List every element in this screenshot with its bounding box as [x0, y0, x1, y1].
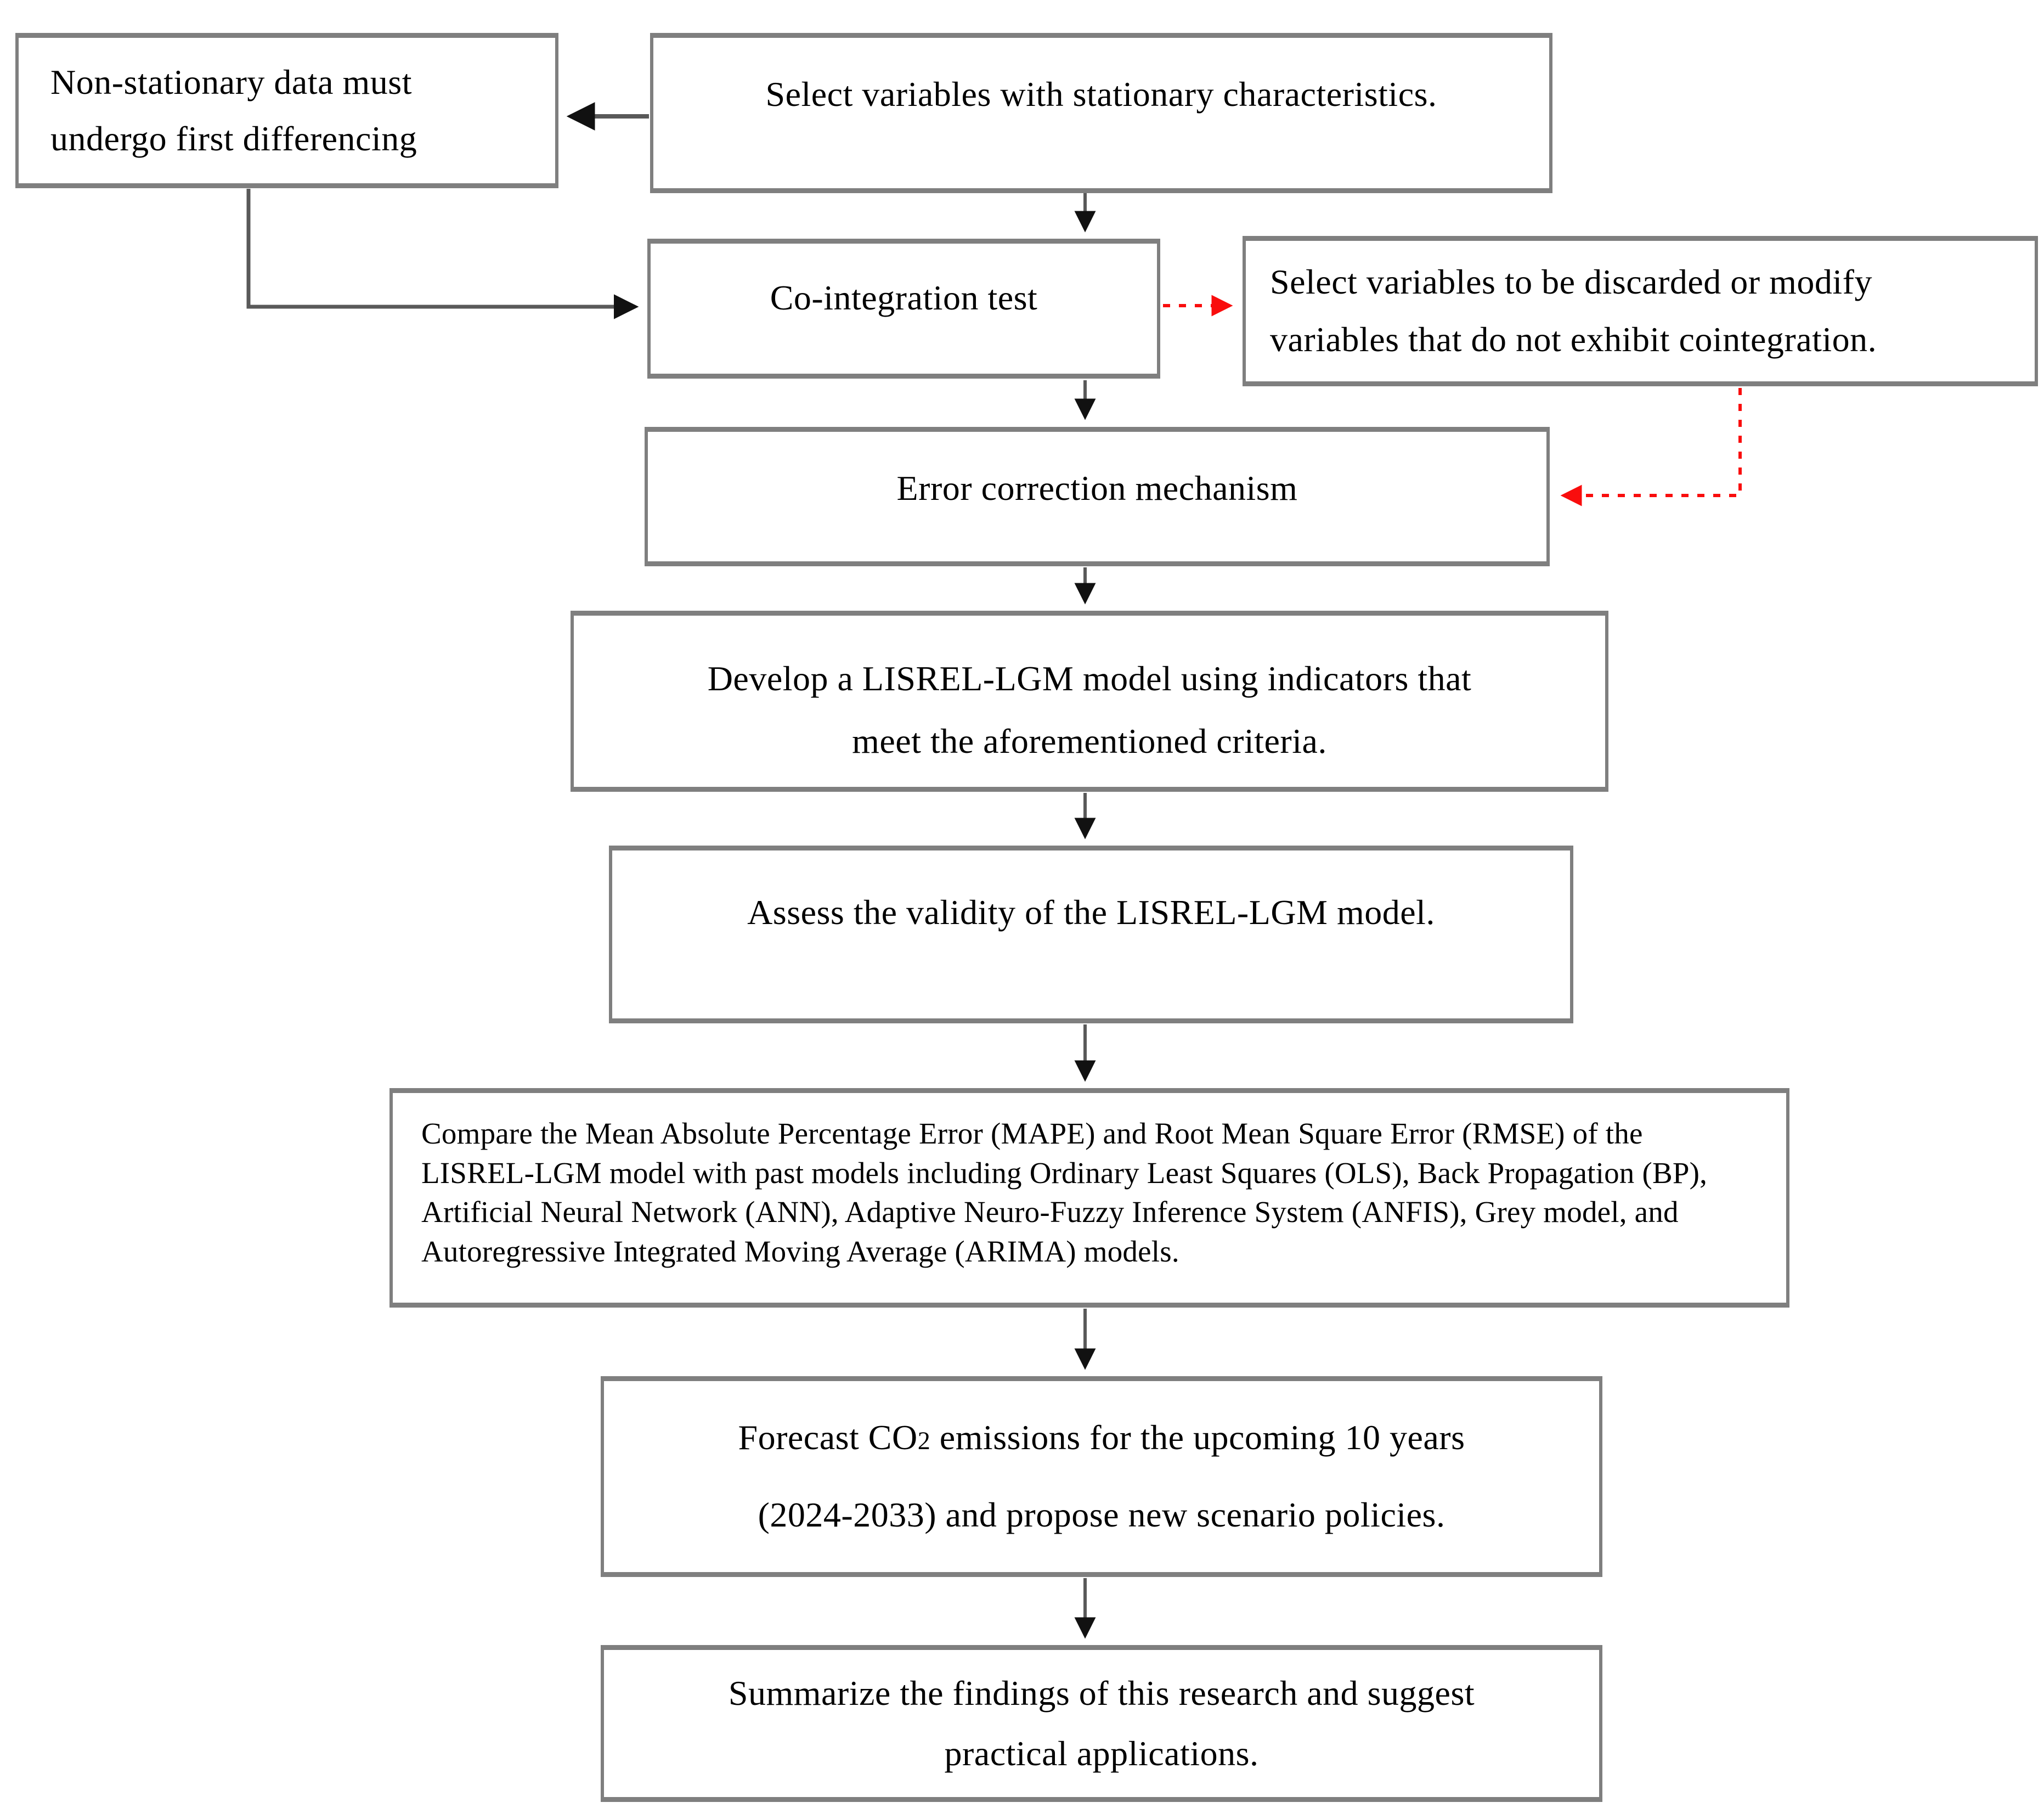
flow-box-text-line: undergo first differencing — [50, 119, 417, 158]
flow-box-develop-lisrel-lgm-model: Develop a LISREL-LGM model using indicat… — [571, 611, 1608, 792]
forecast-text-suffix: emissions for the upcoming 10 years — [930, 1418, 1465, 1457]
flow-box-text: Co-integration test — [770, 278, 1038, 317]
flow-box-compare-error-metrics: Compare the Mean Absolute Percentage Err… — [389, 1088, 1789, 1308]
flow-box-text: Compare the Mean Absolute Percentage Err… — [421, 1117, 1708, 1268]
flow-box-text: Select variables with stationary charact… — [765, 75, 1437, 114]
flow-box-summarize-findings: Summarize the findings of this research … — [601, 1645, 1602, 1802]
flow-box-forecast-co2-emissions: Forecast CO2 emissions for the upcoming … — [601, 1376, 1602, 1577]
flow-box-text-line: Summarize the findings of this research … — [728, 1673, 1475, 1713]
flow-box-text: Error correction mechanism — [896, 469, 1298, 508]
flow-box-text-line: Develop a LISREL-LGM model using indicat… — [707, 659, 1472, 698]
flow-box-text-line: Select variables to be discarded or modi… — [1270, 262, 1872, 302]
flow-box-text-line: Non-stationary data must — [50, 63, 412, 102]
flow-box-assess-model-validity: Assess the validity of the LISREL-LGM mo… — [609, 846, 1573, 1023]
flow-box-text-line: variables that do not exhibit cointegrat… — [1270, 320, 1877, 359]
flow-box-error-correction-mechanism: Error correction mechanism — [645, 427, 1550, 566]
flow-box-text: Assess the validity of the LISREL-LGM mo… — [747, 893, 1435, 932]
flow-box-text-line: (2024-2033) and propose new scenario pol… — [758, 1495, 1446, 1535]
flow-box-text-line: practical applications. — [944, 1734, 1259, 1773]
forecast-text-prefix: Forecast CO — [738, 1418, 918, 1457]
flow-box-discard-or-modify-variables: Select variables to be discarded or modi… — [1243, 236, 2038, 386]
flow-box-select-stationary-variables: Select variables with stationary charact… — [650, 33, 1552, 193]
flow-box-non-stationary-data: Non-stationary data must undergo first d… — [15, 33, 558, 188]
flow-box-text-line: meet the aforementioned criteria. — [852, 721, 1327, 761]
flow-box-text-line: Forecast CO2 emissions for the upcoming … — [604, 1410, 1599, 1466]
flow-box-cointegration-test: Co-integration test — [647, 239, 1160, 379]
arrow-nonstationary-to-cointegration — [246, 189, 639, 319]
co2-subscript: 2 — [917, 1427, 931, 1455]
arrow-discard-to-errorcorrection — [1560, 388, 1742, 506]
